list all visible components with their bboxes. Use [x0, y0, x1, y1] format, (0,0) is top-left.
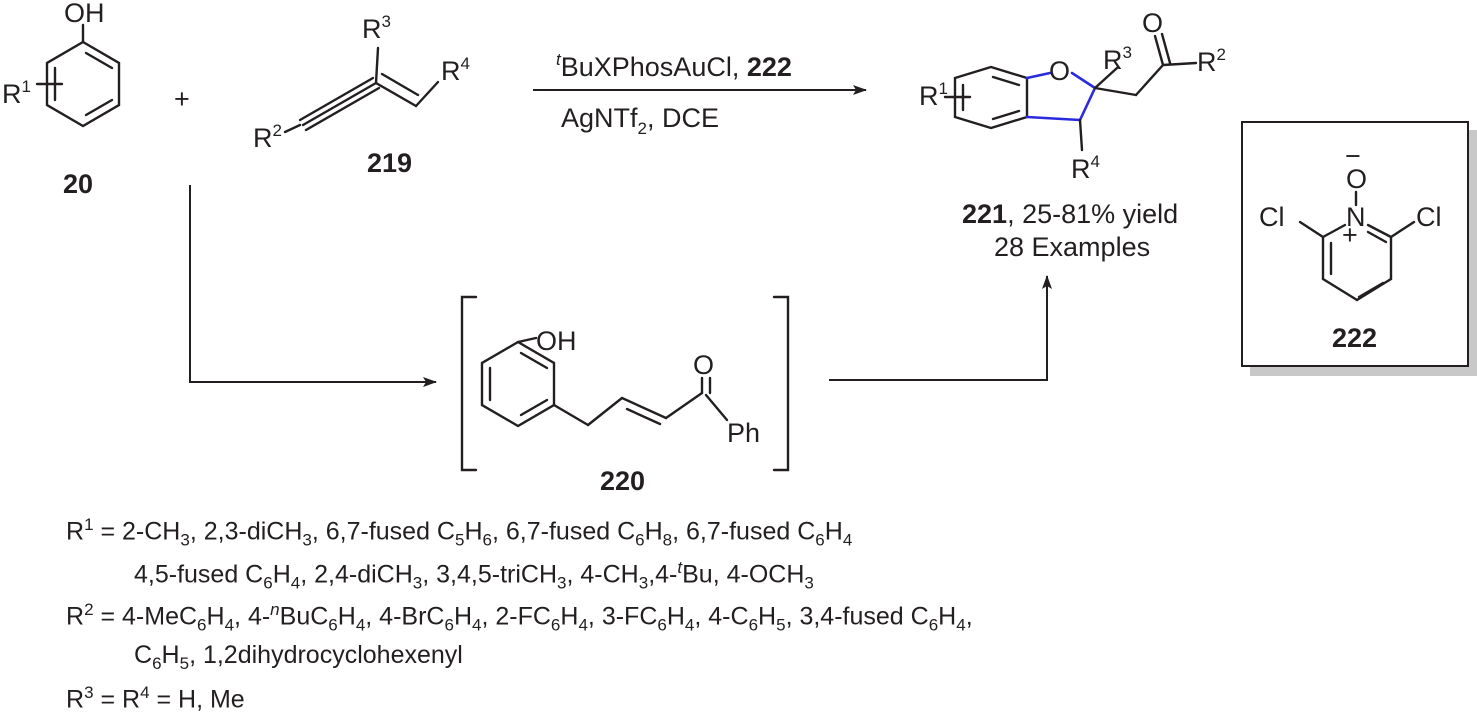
enyne-r3-label: R3: [362, 12, 391, 44]
intermediate-oh-label: OH: [536, 326, 577, 356]
enyne-structure: R3 R4 R2 219: [253, 12, 470, 178]
plus-sign: +: [174, 84, 190, 114]
oxidant-oxygen-label: O: [1346, 164, 1367, 194]
product-ketone-oxygen: O: [1142, 8, 1163, 38]
intermediate-ph-label: Ph: [727, 418, 760, 448]
oxidant-cl-left: Cl: [1259, 202, 1285, 232]
compound-220-label: 220: [600, 466, 645, 496]
oxidant-plus-charge: +: [1342, 220, 1358, 250]
reaction-arrow: tBuXPhosAuCl, 222 AgNTf2, DCE: [533, 50, 867, 138]
intermediate-ketone-oxygen: O: [693, 350, 714, 380]
substituent-line-r3-r4: R3 = R4 = H, Me: [66, 683, 245, 713]
product-structure: O O R3 R2 R1 R4 221, 25-81% yield 28 Exa…: [919, 8, 1226, 262]
compound-20-label: 20: [63, 169, 93, 199]
oxidant-nitrogen-label: N: [1346, 202, 1366, 232]
compound-219-label: 219: [367, 148, 412, 178]
substituent-line-r1: R1 = 2-CH3, 2,3-diCH3, 6,7-fused C5H6, 6…: [66, 515, 853, 550]
pathway-arrows: [189, 185, 1052, 387]
oxidant-cl-right: Cl: [1416, 202, 1442, 232]
enyne-r4-label: R4: [441, 54, 470, 86]
oxidant-minus-charge: −: [1345, 141, 1361, 171]
phenol-structure: OH R1 20: [2, 0, 121, 199]
product-yield-label: 221, 25-81% yield: [962, 199, 1178, 229]
substituent-line-r2-cont: C6H5, 1,2dihydrocyclohexenyl: [134, 641, 463, 673]
product-r3-label: R3: [1103, 43, 1132, 75]
oxidant-box: − O N + Cl Cl 222: [1241, 121, 1477, 376]
compound-222-label: 222: [1332, 323, 1377, 353]
phenol-oh-label: OH: [64, 0, 105, 28]
phenol-r1-label: R1: [2, 77, 31, 109]
substituent-line-r1-cont: 4,5-fused C6H4, 2,4-diCH3, 3,4,5-triCH3,…: [134, 558, 814, 593]
product-ring-oxygen: O: [1049, 56, 1070, 86]
product-r1-label: R1: [919, 79, 948, 111]
intermediate-structure: OH O Ph 220: [460, 295, 790, 496]
enyne-r2-label: R2: [253, 121, 282, 153]
product-r2-label: R2: [1197, 45, 1226, 77]
conditions-line-1: tBuXPhosAuCl, 222: [556, 50, 792, 82]
substituent-line-r2: R2 = 4-MeC6H4, 4-nBuC6H4, 4-BrC6H4, 2-FC…: [66, 600, 973, 635]
reaction-scheme: OH R1 20 + R3 R4 R2 219 tBuXPhosAuCl, 22…: [2, 0, 1477, 496]
product-examples-label: 28 Examples: [994, 232, 1150, 262]
conditions-line-2: AgNTf2, DCE: [561, 103, 719, 138]
product-r4-label: R4: [1071, 152, 1100, 184]
